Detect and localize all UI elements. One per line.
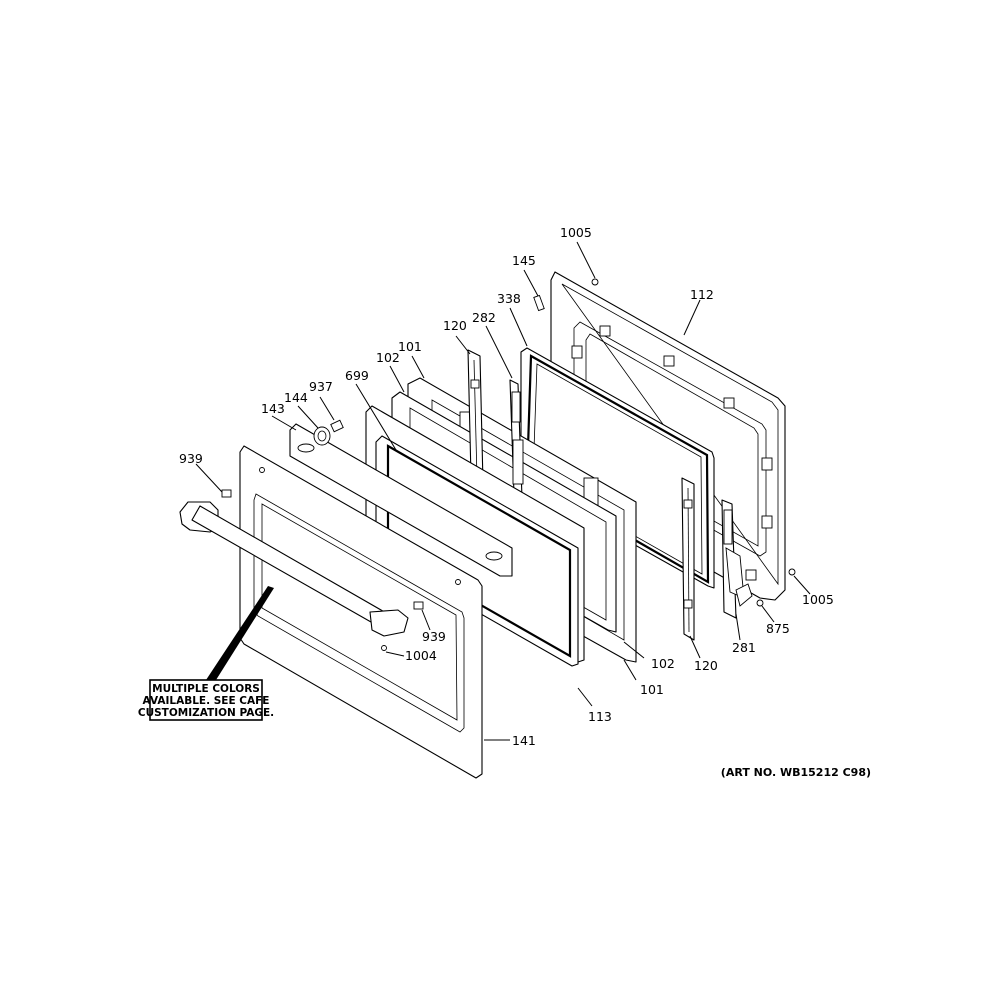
part-937-plug[interactable]: [330, 419, 344, 433]
note-line-1: MULTIPLE COLORS: [152, 683, 260, 695]
note-line-3: CUSTOMIZATION PAGE.: [138, 707, 274, 719]
callout-699: 699: [345, 368, 369, 383]
callout-281: 281: [732, 640, 756, 655]
part-1005-screw-right[interactable]: [788, 568, 796, 576]
callout-120-bottom: 120: [694, 658, 718, 673]
callout-143: 143: [261, 401, 285, 416]
callout-338: 338: [497, 291, 521, 306]
part-281-hinge-right[interactable]: [721, 499, 753, 619]
callout-112: 112: [690, 287, 714, 302]
note-line-2: AVAILABLE. SEE CAFE: [143, 695, 270, 707]
callout-1004: 1004: [405, 648, 437, 663]
part-145-pin[interactable]: [533, 294, 545, 312]
part-144-grommet[interactable]: [313, 426, 331, 446]
part-338-glass-pack[interactable]: [520, 347, 715, 589]
callout-939-lower: 939: [422, 629, 446, 644]
callout-102-top: 102: [376, 350, 400, 365]
callout-282: 282: [472, 310, 496, 325]
part-143-trim-panel[interactable]: [289, 423, 513, 577]
callout-937: 937: [309, 379, 333, 394]
callout-1005-top: 1005: [560, 225, 592, 240]
callout-102-bottom: 102: [651, 656, 675, 671]
part-120-channel-right[interactable]: [681, 477, 695, 641]
part-875-screw[interactable]: [756, 599, 764, 607]
callout-120-top: 120: [443, 318, 467, 333]
callout-1005-right: 1005: [802, 592, 834, 607]
callout-875: 875: [766, 621, 790, 636]
callout-101-bottom: 101: [640, 682, 664, 697]
callout-939-upper: 939: [179, 451, 203, 466]
door-handle[interactable]: [179, 501, 409, 637]
art-number: (ART NO. WB15212 C98): [721, 766, 871, 779]
color-note-box: MULTIPLE COLORS AVAILABLE. SEE CAFE CUST…: [138, 679, 274, 721]
part-939-screw-lower[interactable]: [413, 601, 424, 610]
leader-lines: [195, 241, 811, 741]
part-1004-screw[interactable]: [381, 645, 387, 651]
part-939-screw-upper[interactable]: [221, 489, 232, 498]
callout-145: 145: [512, 253, 536, 268]
callout-113: 113: [588, 709, 612, 724]
callout-144: 144: [284, 390, 308, 405]
callout-141: 141: [512, 733, 536, 748]
part-1005-screw-top[interactable]: [591, 278, 599, 286]
callout-101-top: 101: [398, 339, 422, 354]
